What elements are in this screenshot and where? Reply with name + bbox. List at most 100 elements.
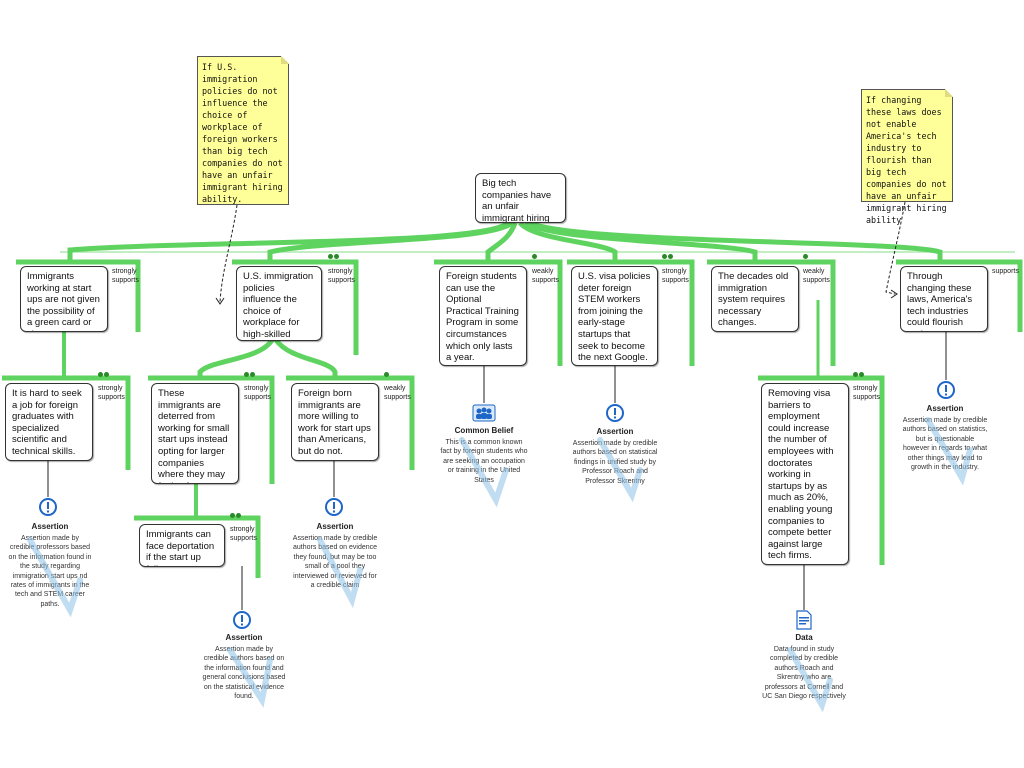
reason-box[interactable]: U.S. immigration policies influence the … [236, 266, 322, 341]
exclamation-icon [39, 498, 57, 516]
relation-label: strongly supports [244, 385, 271, 401]
support-band-reason-4 [567, 259, 695, 366]
support-band-reason-3 [434, 259, 563, 366]
evidence-source[interactable]: Assertion Assertion made by credible aut… [292, 522, 378, 590]
exclamation-icon [233, 611, 251, 629]
relation-label: weakly supports [532, 268, 559, 284]
reason-text: Through changing these laws, America's t… [907, 271, 973, 331]
exclamation-icon [937, 381, 955, 399]
reason-box[interactable]: Removing visa barriers to employment cou… [761, 383, 849, 565]
relation-label: strongly supports [662, 268, 689, 284]
source-description: Assertion made by credible professors ba… [8, 535, 92, 608]
relation-label: supports [992, 268, 1019, 275]
strength-dots [98, 372, 109, 377]
support-band-sub-2a [148, 375, 275, 484]
exclamation-icon [325, 498, 343, 516]
source-type-label: Assertion [31, 522, 69, 531]
note-fold [281, 56, 289, 64]
reason-text: Foreign born immigrants are more willing… [298, 388, 371, 457]
strength-dots [230, 513, 241, 518]
connector-claim-to-reason-4 [518, 221, 618, 264]
source-description: This is a common known fact by foreign s… [440, 439, 528, 484]
support-band-reason-2 [232, 259, 359, 355]
support-band-reason-5 [707, 259, 836, 366]
source-description: Assertion made by credible authors based… [202, 646, 286, 701]
reason-text: Immigrants working at start ups are not … [27, 271, 100, 331]
support-band-sub-5 [758, 375, 885, 565]
reason-box[interactable]: The decades old immigration system requi… [711, 266, 799, 332]
note-connector-1-arrow [215, 297, 225, 305]
support-band-reason-1 [16, 259, 141, 332]
source-type-label: Assertion [926, 404, 964, 413]
support-band-subsub [134, 515, 261, 578]
note-text: If U.S. immigration policies do not infl… [202, 62, 283, 204]
support-band-sub-1 [2, 375, 131, 470]
reason-box[interactable]: Immigrants working at start ups are not … [20, 266, 108, 332]
source-type-label: Assertion [225, 633, 263, 642]
source-description: Assertion made by credible authors based… [902, 417, 988, 472]
evidence-source[interactable]: Common Belief This is a common known fac… [440, 426, 528, 485]
note-text: If changing these laws does not enable A… [866, 95, 947, 225]
reason-text: The decades old immigration system requi… [718, 271, 789, 329]
connector-claim-to-reason-6 [529, 220, 943, 264]
objection-note-1[interactable]: If U.S. immigration policies do not infl… [197, 56, 289, 205]
support-band-sub-2b [286, 375, 415, 470]
relation-label: weakly supports [803, 268, 830, 284]
relation-label: strongly supports [853, 385, 880, 401]
main-claim-box[interactable]: Big tech companies have an unfair immigr… [475, 173, 566, 223]
exclamation-icon [606, 404, 624, 422]
reason-text: U.S. visa policies deter foreign STEM wo… [578, 271, 651, 364]
evidence-source[interactable]: Assertion Assertion made by credible aut… [572, 427, 658, 486]
relation-label: weakly supports [384, 385, 411, 401]
reason-text: Removing visa barriers to employment cou… [768, 388, 834, 562]
reason-box[interactable]: It is hard to seek a job for foreign gra… [5, 383, 93, 461]
reason-box[interactable]: Through changing these laws, America's t… [900, 266, 988, 332]
relation-label: strongly supports [230, 526, 257, 542]
source-type-label: Data [795, 633, 813, 642]
objection-note-2[interactable]: If changing these laws does not enable A… [861, 89, 953, 225]
reason-text: U.S. immigration policies influence the … [243, 271, 314, 340]
reason-box[interactable]: U.S. visa policies deter foreign STEM wo… [571, 266, 658, 366]
strength-dots [853, 372, 864, 377]
evidence-source[interactable]: Data Data found in study completed by cr… [760, 633, 848, 701]
support-band-reason-6 [896, 259, 1023, 332]
reason-box[interactable]: Foreign born immigrants are more willing… [291, 383, 379, 461]
strength-dots [328, 254, 339, 259]
source-description: Assertion made by credible authors based… [572, 440, 658, 485]
reason-box[interactable]: Immigrants can face deportation if the s… [139, 524, 225, 567]
strength-dots [384, 372, 389, 377]
relation-label: strongly supports [98, 385, 125, 401]
strength-dots [244, 372, 255, 377]
source-description: Data found in study completed by credibl… [762, 646, 846, 701]
note-fold [945, 89, 953, 97]
source-type-label: Assertion [316, 522, 354, 531]
source-description: Assertion made by credible authors based… [292, 535, 378, 590]
strength-dots [803, 254, 808, 259]
strength-dots [662, 254, 673, 259]
source-type-label: Common Belief [454, 426, 514, 435]
connector-claim-to-reason-2 [267, 220, 514, 264]
connector-reason-2-to-sub-a [197, 338, 275, 380]
reason-text: Foreign students can use the Optional Pr… [446, 271, 519, 364]
evidence-source[interactable]: Assertion Assertion made by credible aut… [202, 633, 286, 701]
connector-claim-to-reason-1 [67, 220, 510, 264]
people-icon [472, 404, 496, 422]
reason-text: Immigrants can face deportation if the s… [146, 529, 215, 566]
note-connector-1 [219, 204, 238, 303]
reason-text: It is hard to seek a job for foreign gra… [12, 388, 82, 457]
evidence-source[interactable]: Assertion Assertion made by credible aut… [902, 404, 988, 472]
evidence-source[interactable]: Assertion Assertion made by credible pro… [8, 522, 92, 609]
note-connector-2-arrow [890, 289, 898, 299]
document-icon [796, 610, 812, 630]
reason-box[interactable]: Foreign students can use the Optional Pr… [439, 266, 527, 366]
relation-label: strongly supports [112, 268, 139, 284]
source-type-label: Assertion [596, 427, 634, 436]
main-claim-text: Big tech companies have an unfair immigr… [482, 178, 552, 223]
reason-box[interactable]: These immigrants are deterred from worki… [151, 383, 239, 484]
strength-dots [532, 254, 537, 259]
reason-text: These immigrants are deterred from worki… [158, 388, 230, 483]
connector-reason-2-to-sub-b [273, 338, 338, 380]
relation-label: strongly supports [328, 268, 355, 284]
